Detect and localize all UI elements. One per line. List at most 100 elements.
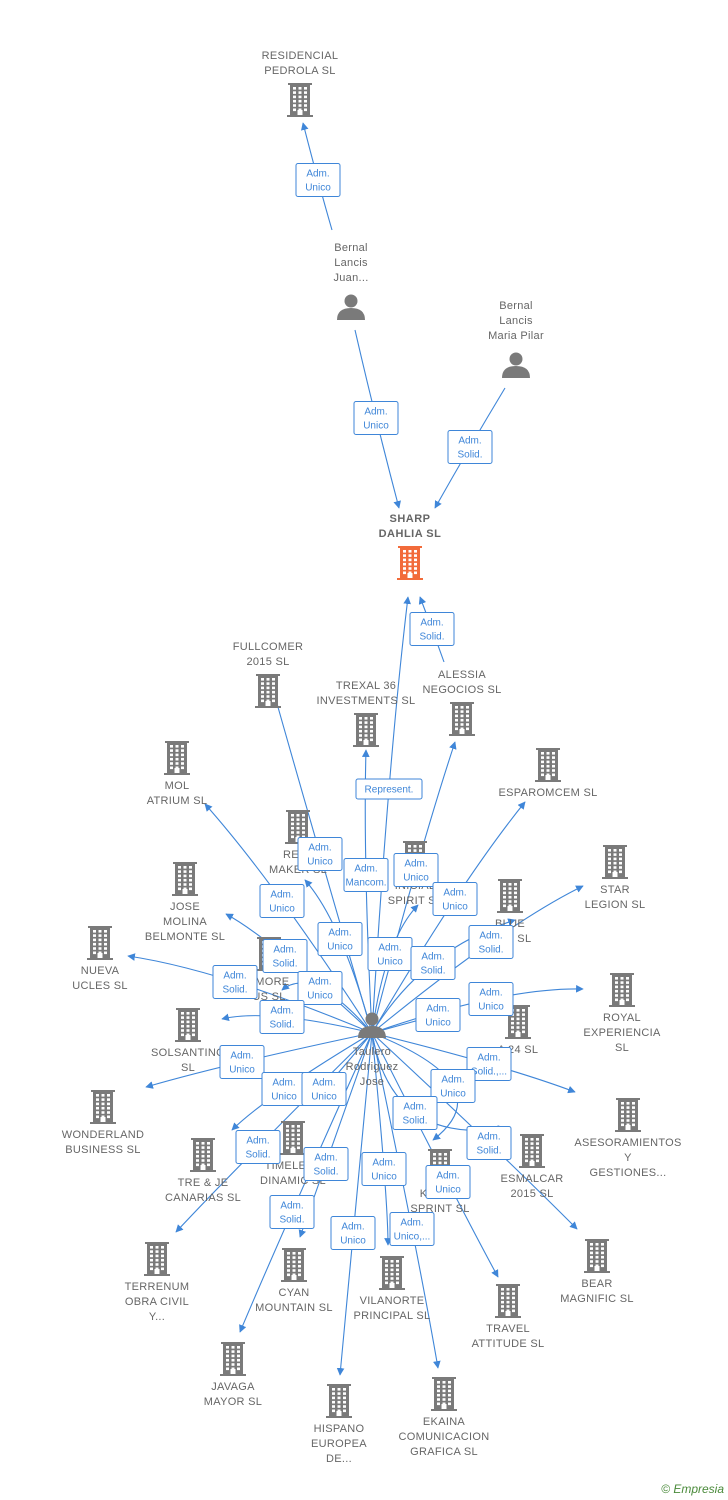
relation-label[interactable]: Adm.Solid. [262,939,308,973]
relation-label-text: Adm. [364,407,387,418]
node-label: EKAINA [423,1416,466,1428]
relation-label[interactable]: Adm.Solid. [303,1147,349,1181]
relation-label[interactable]: Represent. [355,778,423,800]
relation-label[interactable]: Adm.Unico [393,853,439,887]
relation-label[interactable]: Adm.Solid. [468,925,514,959]
relation-label[interactable]: Adm.Mancom. [343,858,389,892]
node-label: EUROPEA [311,1438,367,1450]
relation-label-text: Adm. [441,1075,464,1086]
node-label: BELMONTE SL [145,931,225,943]
relation-label[interactable]: Adm.Solid. [235,1130,281,1164]
relation-label[interactable]: Adm. Unico [297,971,343,1005]
relation-label[interactable]: Adm.Unico [297,837,343,871]
footer-brand[interactable]: © Empresia [661,1482,724,1496]
relation-label-text: Adm. [246,1136,269,1147]
relation-label-box [432,882,478,916]
relation-label-box [303,1147,349,1181]
relation-label-text: Adm. [443,888,466,899]
relation-label[interactable]: Adm.Solid. [409,612,455,646]
node-label: RESIDENCIAL [262,50,339,62]
node-label: ALESSIA [438,669,486,681]
relation-label[interactable]: Adm.Unico [367,937,413,971]
relation-label[interactable]: Adm.Unico [261,1072,307,1106]
building-icon [602,845,628,879]
relation-label-text: Unico [307,991,333,1002]
relation-label-text: Solid. [279,1215,304,1226]
relation-label-text: Unico,... [394,1232,431,1243]
relation-label-box [269,1195,315,1229]
relation-label[interactable]: Adm.Solid. [392,1096,438,1130]
relation-label-text: Adm. [477,1132,500,1143]
relation-label[interactable]: Adm.Unico [430,1069,476,1103]
relation-label-text: Adm. [426,1004,449,1015]
relation-label[interactable]: Adm.Unico [468,982,514,1016]
relation-label[interactable]: Adm.Unico [361,1152,407,1186]
node-bernal_juan[interactable]: BernalLancisJuan... [333,242,368,320]
relation-label[interactable]: Adm.Unico [353,401,399,435]
relation-label[interactable]: Adm.Unico [259,884,305,918]
node-asesoramientos[interactable]: ASESORAMIENTOSYGESTIONES... [574,1098,681,1179]
relation-label-box [317,922,363,956]
relation-label[interactable]: Adm.Unico [219,1045,265,1079]
relation-label-box [330,1216,376,1250]
relation-label[interactable]: Adm. Unico [432,882,478,916]
relation-label[interactable]: Adm.Unico [301,1072,347,1106]
node-label: Rodriguez [346,1061,399,1073]
node-label: COMUNICACION [399,1431,490,1443]
node-hispano[interactable]: HISPANOEUROPEADE... [311,1384,367,1465]
relation-label-text: Adm. [308,977,331,988]
relation-label[interactable]: Adm.Unico [330,1216,376,1250]
relation-label[interactable]: Adm.Solid. [259,1000,305,1034]
relation-label-text: Adm. [421,952,444,963]
relation-label[interactable]: Adm.Unico [317,922,363,956]
relation-label[interactable]: Adm.Solid. [466,1126,512,1160]
relation-label-text: Adm. [372,1158,395,1169]
relation-label[interactable]: Adm.Solid. [447,430,493,464]
node-label: CANARIAS SL [165,1192,241,1204]
relation-label[interactable]: Adm.Unico [425,1165,471,1199]
relation-label[interactable]: Adm.Solid. [410,946,456,980]
relation-label[interactable]: Adm.Solid. [212,965,258,999]
relation-label[interactable]: Adm. Solid. [269,1195,315,1229]
node-label: SPIRIT SL [388,895,442,907]
relation-label-text: Unico [311,1092,337,1103]
relation-label[interactable]: Adm.Unico [415,998,461,1032]
relation-label[interactable]: Adm.Unico [295,163,341,197]
relation-label[interactable]: Adm.Unico,... [389,1212,435,1246]
relation-label-text: Mancom. [345,878,386,889]
relation-label[interactable]: Adm.Solid.,... [466,1047,512,1081]
relation-label-text: Adm. [272,1078,295,1089]
relation-label-text: Solid. [419,632,444,643]
relation-label-box [430,1069,476,1103]
node-label: OBRA CIVIL [125,1296,189,1308]
node-esparomcem[interactable]: ESPAROMCEM SL [498,748,597,799]
relation-label-text: Solid. [222,985,247,996]
relation-label-text: Adm. [280,1201,303,1212]
relation-label-text: Unico [442,902,468,913]
node-label: ATTITUDE SL [472,1338,545,1350]
